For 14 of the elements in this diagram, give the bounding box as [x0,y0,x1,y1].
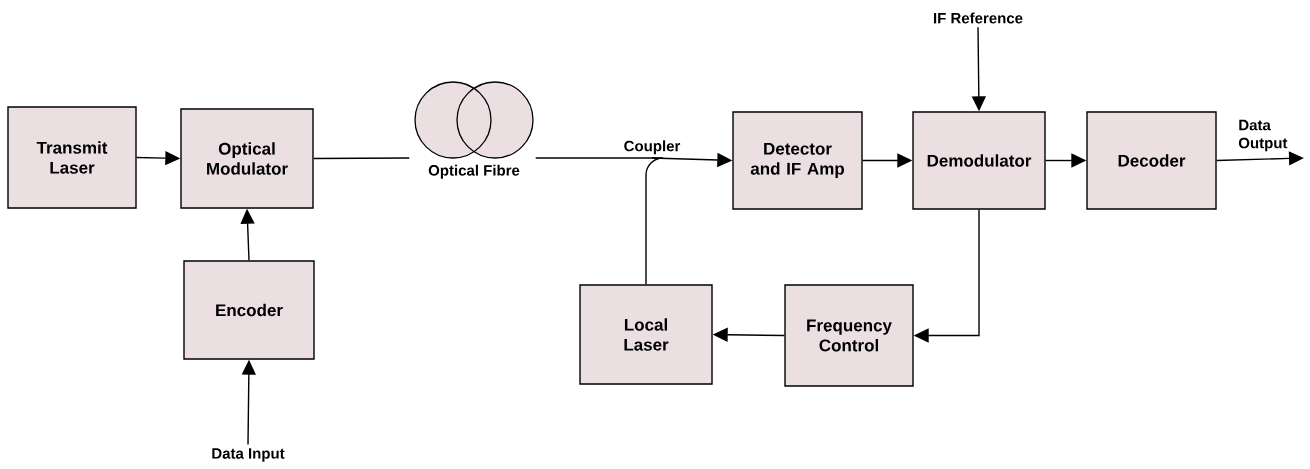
signal-label: Data Input [212,448,285,462]
process-box: Transmit Laser [7,106,137,209]
process-box: Encoder [183,260,315,360]
process-box: Local Laser [579,284,713,385]
signal-label: IF Reference [934,12,1023,24]
arrow [1216,151,1304,166]
signal-label: Data Output [1238,119,1288,152]
signal-label: Coupler [624,140,681,155]
process-box: Decoder [1086,111,1217,210]
process-box: Detector and IF Amp [732,111,863,210]
coil-label: Optical Fibre [428,164,520,179]
process-box: Demodulator [912,111,1046,210]
process-box: Frequency Control [784,284,914,387]
process-box: Optical Modulator [180,108,314,209]
